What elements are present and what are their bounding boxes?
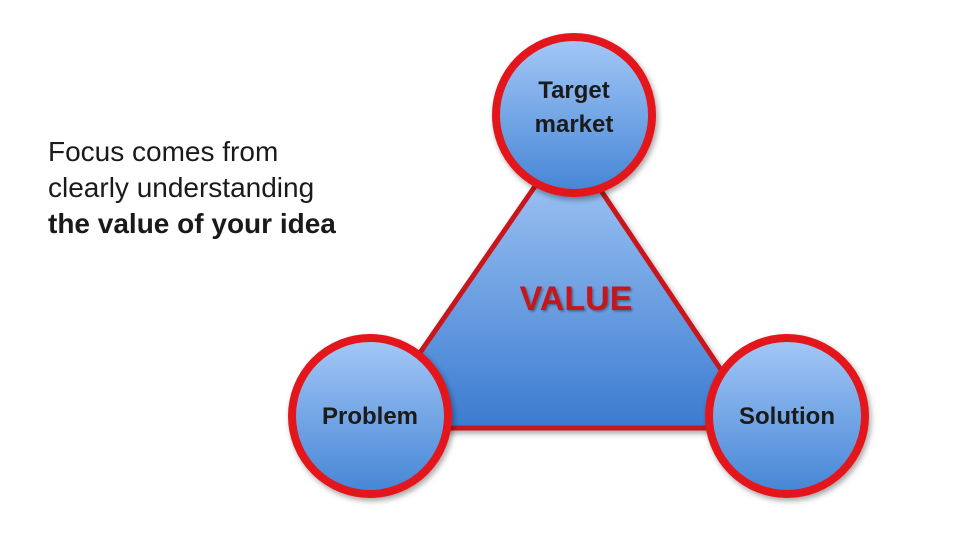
node-problem-label: Problem [322,403,418,430]
caption-line-2: clearly understanding [48,172,315,203]
node-problem: Problem [288,334,452,498]
node-target-market: Target market [492,33,656,197]
caption-line-3: the value of your idea [48,208,336,239]
node-target-market-circle [492,33,656,197]
node-target-market-label-line2: market [535,111,614,138]
caption-line-1: Focus comes from [48,136,279,167]
node-solution-label: Solution [739,403,835,430]
center-value-label: VALUE [520,280,633,318]
caption-text: Focus comes from clearly understanding t… [48,134,408,242]
node-problem-circle [288,334,452,498]
node-target-market-label-line1: Target [538,77,610,104]
value-triangle [365,137,763,431]
node-solution-circle [705,334,869,498]
node-solution: Solution [705,334,869,498]
